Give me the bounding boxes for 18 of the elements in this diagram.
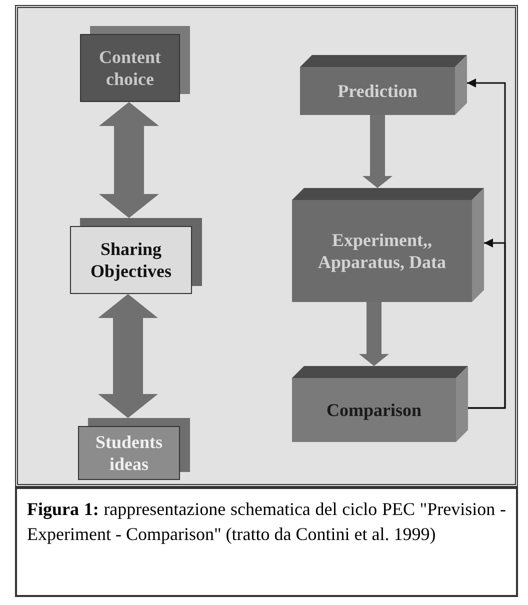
stacked-card [80,26,190,102]
block-3d [292,188,484,302]
block-arrow [362,115,392,188]
feedback-arrow [468,238,506,409]
node-label: Sharing Objectives [90,238,172,282]
block-arrow [98,294,158,418]
block-3d [300,55,467,115]
block-3d [292,366,468,442]
node-label: Content choice [98,46,162,90]
stacked-card [70,218,202,294]
node-label: Experiment,, Apparatus, Data [316,228,447,274]
stacked-card [78,418,190,480]
caption: Figura 1: rappresentazione schematica del ciclo PEC "Prevision - Experiment - Comparison" (tratto da Contini et al. 1999) [27,498,506,546]
node-label: Prediction [338,80,418,102]
node-label: Comparison [326,398,422,422]
node-label: Students ideas [94,430,164,476]
block-arrow [99,102,159,218]
block-arrow [359,302,389,366]
